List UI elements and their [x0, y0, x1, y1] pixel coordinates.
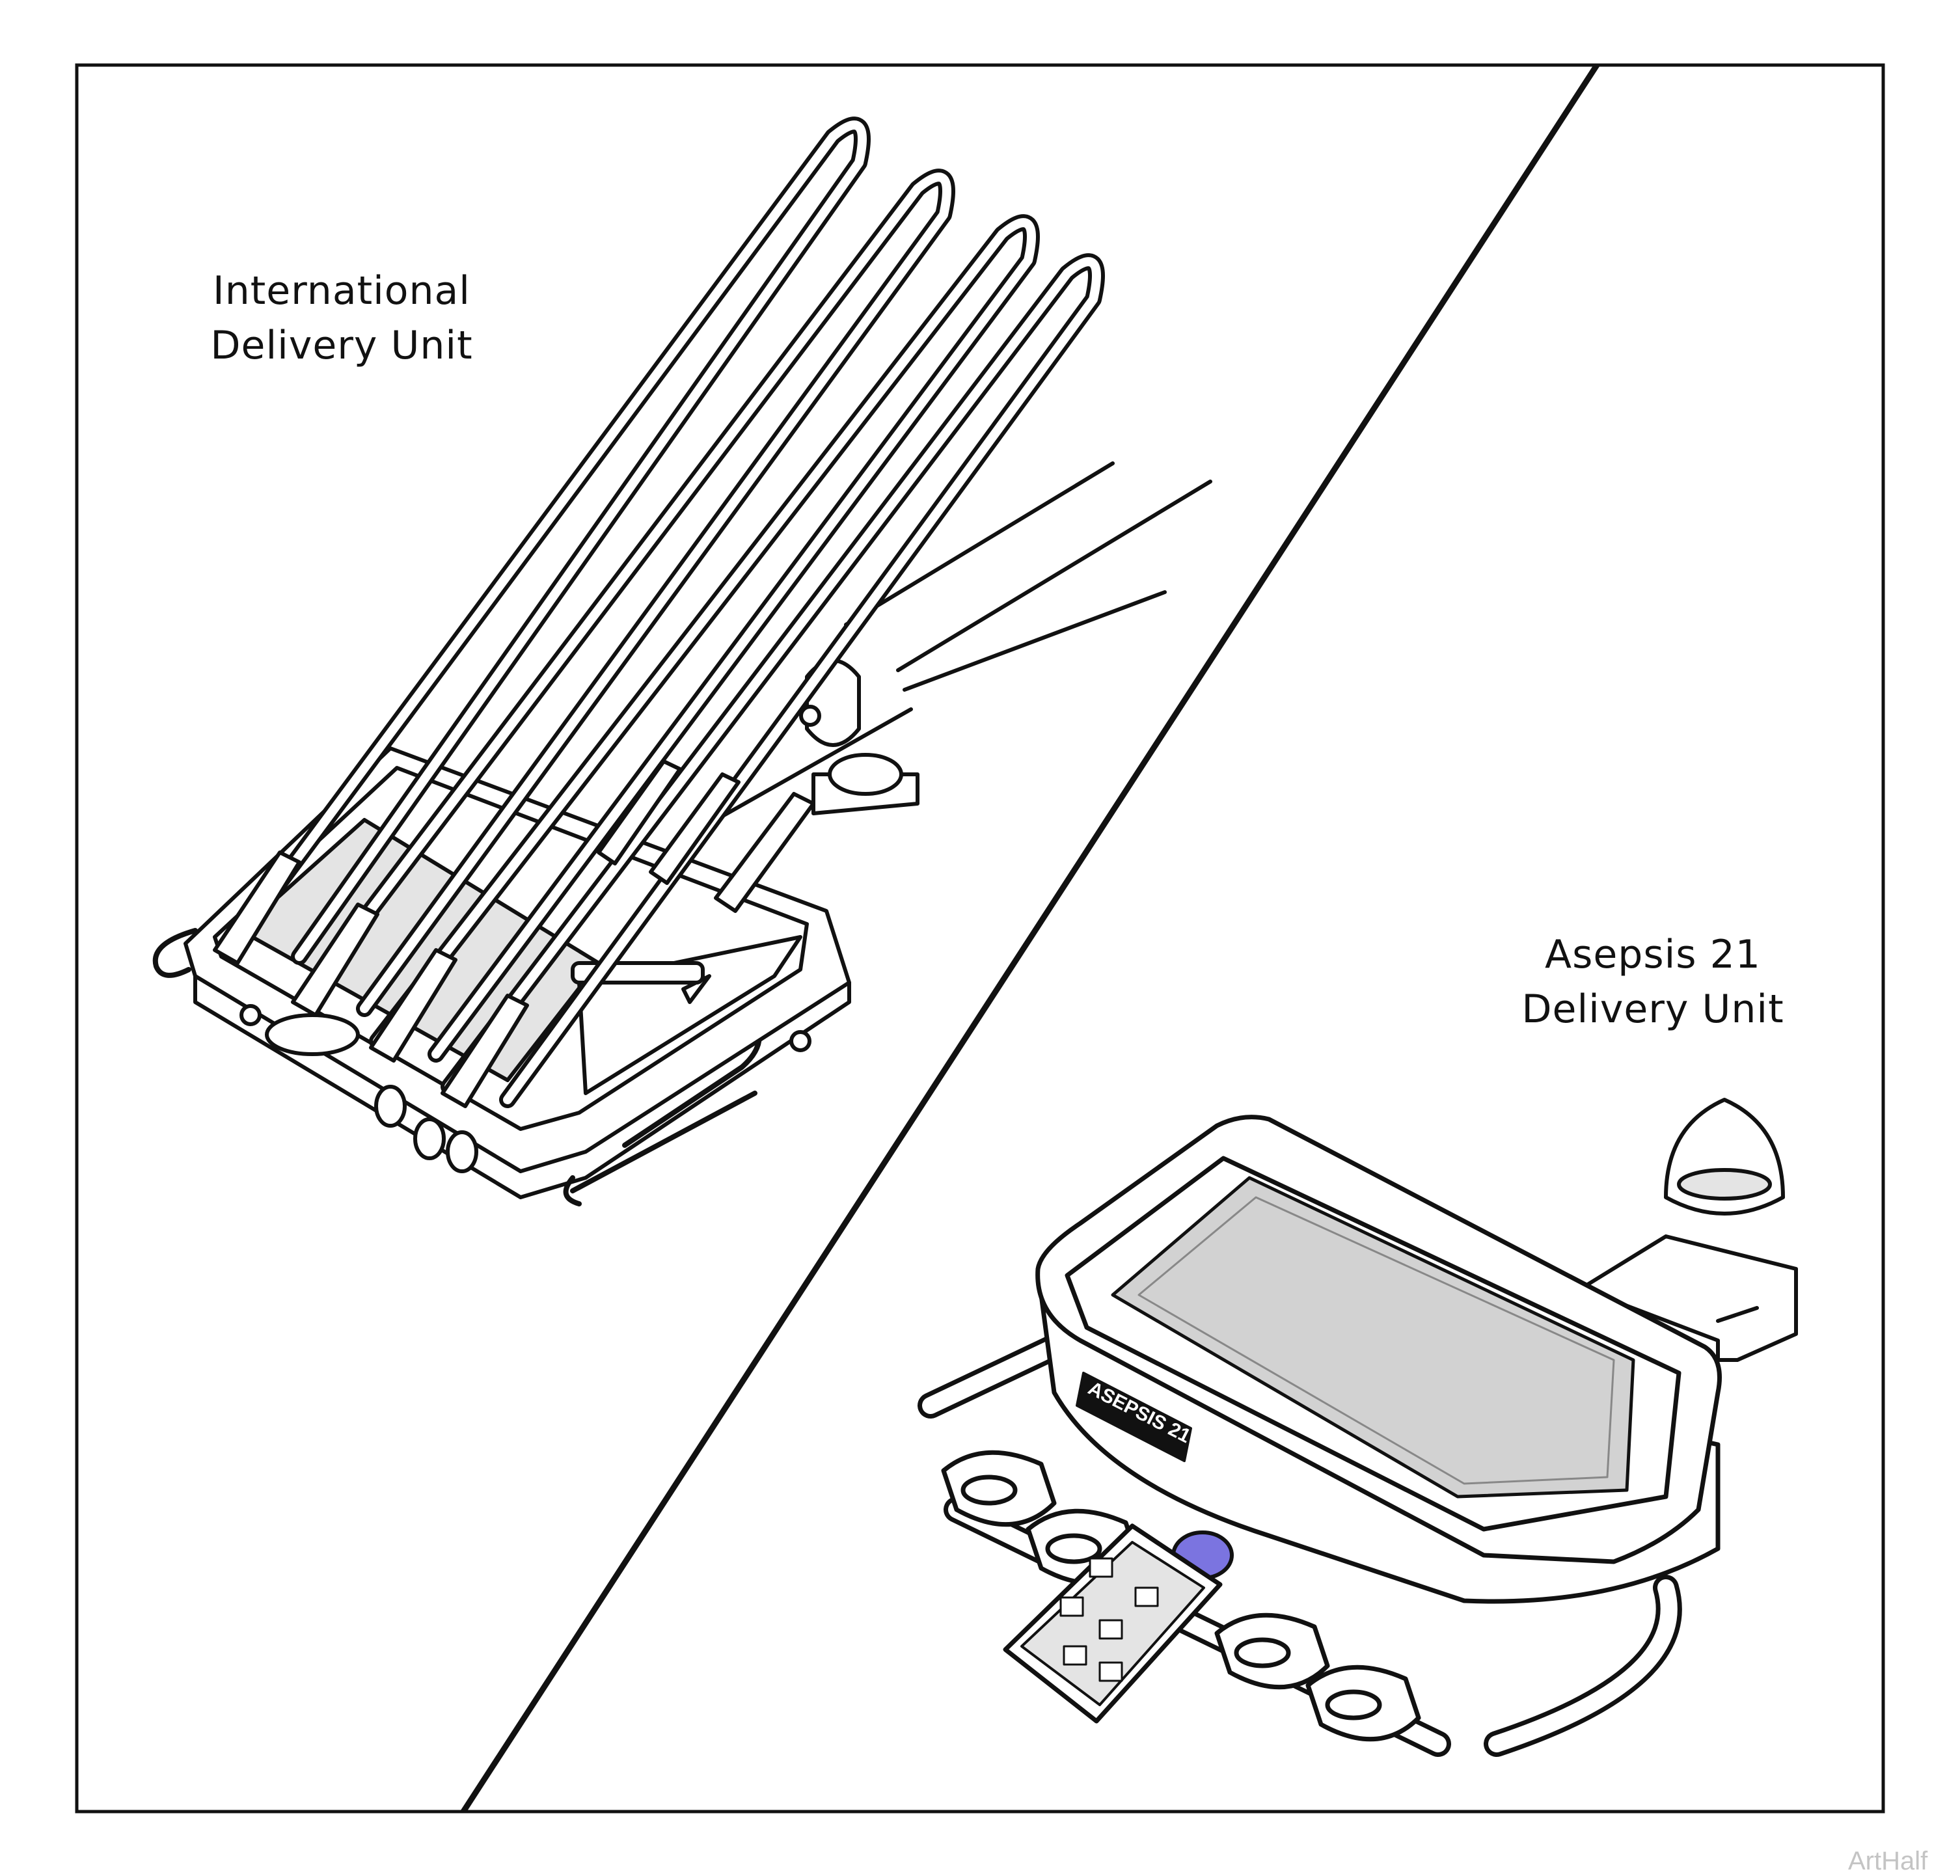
asepsis-21-delivery-unit: ASEPSIS 21 [918, 1098, 1798, 1757]
side-rails [918, 1334, 1682, 1757]
tray-body [184, 746, 851, 1199]
international-label-line1: International [213, 268, 470, 314]
asepsis-label-line1: Asepsis 21 [1545, 932, 1761, 977]
asepsis-tray [1035, 1115, 1722, 1604]
international-label-line2: Delivery Unit [210, 323, 473, 368]
tray-knobs [239, 1004, 811, 1173]
mount-column [1579, 1098, 1798, 1362]
asepsis-unit-label: Asepsis 21 Delivery Unit [1503, 927, 1803, 1037]
hose-loops [226, 116, 1105, 1108]
watermark: ArtHalf [1848, 1847, 1928, 1875]
control-keypad [1003, 1523, 1223, 1724]
frame-border [75, 63, 1885, 1814]
international-delivery-unit [152, 116, 1212, 1206]
divider-line [461, 63, 1599, 1814]
asepsis-label-line2: Delivery Unit [1521, 986, 1784, 1032]
handpieces [213, 759, 815, 1108]
international-unit-label: International Delivery Unit [195, 264, 488, 373]
